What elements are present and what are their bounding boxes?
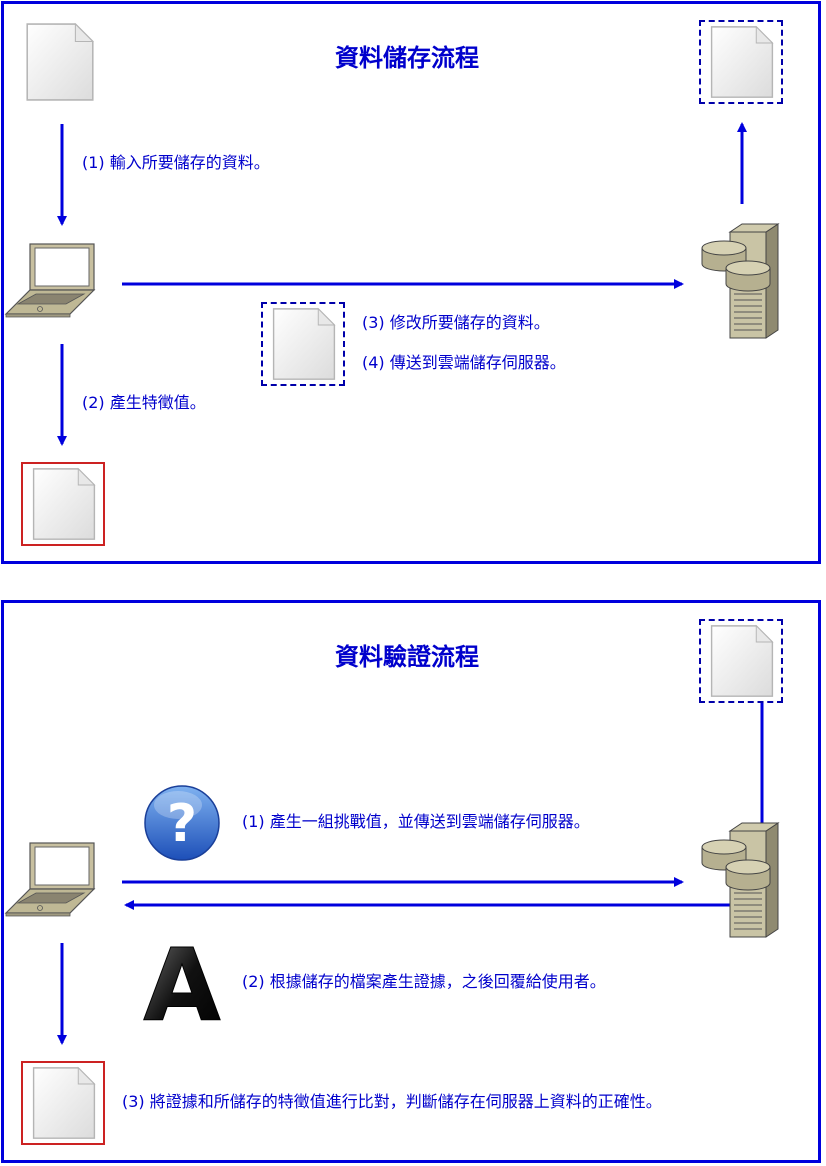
stored-document-icon	[706, 24, 778, 100]
source-document-icon	[24, 21, 96, 103]
storage-step3-label: (3) 修改所要儲存的資料。	[362, 313, 550, 332]
signature-document-icon	[28, 1065, 100, 1141]
svg-text:A: A	[143, 938, 220, 1030]
signature-document-icon	[28, 466, 100, 542]
storage-step4-label: (4) 傳送到雲端儲存伺服器。	[362, 353, 566, 372]
stored-document-frame	[699, 619, 783, 703]
verification-step1-label: (1) 產生一組挑戰值，並傳送到雲端儲存伺服器。	[242, 812, 590, 831]
verification-flow-title: 資料驗證流程	[335, 643, 479, 671]
verification-step2-label: (2) 根據儲存的檔案產生證據，之後回覆給使用者。	[242, 972, 606, 991]
verification-step3-label: (3) 將證據和所儲存的特徵值進行比對，判斷儲存在伺服器上資料的正確性。	[122, 1092, 662, 1111]
server-icon	[700, 821, 780, 941]
verification-flow-panel: 資料驗證流程 ? A (1) 產生一組挑戰值，並傳送到雲端儲存伺服器。 (2) …	[1, 600, 821, 1163]
storage-flow-panel: 資料儲存流程 (1) 輸入所要儲存的資料。 (2) 產生特徵值。 (3) 修改所…	[1, 1, 821, 564]
storage-step2-label: (2) 產生特徵值。	[82, 393, 206, 412]
svg-text:?: ?	[167, 794, 197, 854]
storage-flow-arrows	[57, 122, 747, 446]
laptop-icon	[4, 242, 96, 318]
storage-flow-title: 資料儲存流程	[335, 44, 479, 72]
modified-document-icon	[268, 306, 340, 382]
stored-document-frame	[699, 20, 783, 104]
stored-document-icon	[706, 623, 778, 699]
server-icon	[700, 222, 780, 342]
laptop-icon	[4, 841, 96, 917]
signature-document-frame	[21, 462, 105, 546]
verification-flow-arrows	[57, 703, 764, 1045]
question-mark-icon: ?	[144, 785, 220, 861]
storage-step1-label: (1) 輸入所要儲存的資料。	[82, 153, 270, 172]
signature-document-frame	[21, 1061, 105, 1145]
modified-document-frame	[261, 302, 345, 386]
letter-a-icon: A	[143, 938, 221, 1030]
